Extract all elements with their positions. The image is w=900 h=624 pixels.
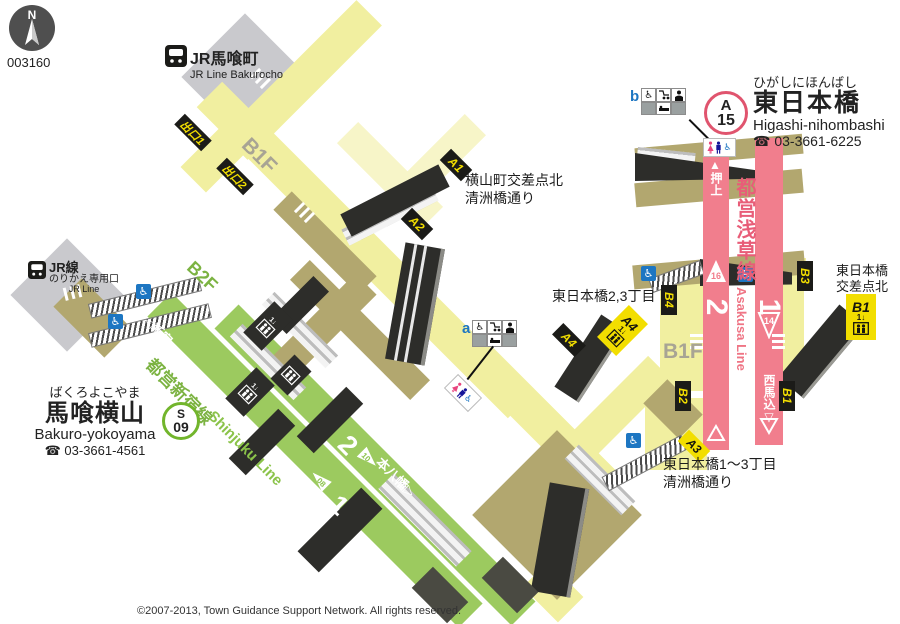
copyright: ©2007-2013, Town Guidance Support Networ… <box>137 605 462 617</box>
escalator-icon <box>255 318 276 339</box>
escalator-icon <box>280 364 302 386</box>
stroller-facility-icon <box>656 88 672 102</box>
asakusa-line-name-ja: 都営浅草線 <box>733 177 755 282</box>
ticket-gate-concourse-left <box>690 334 703 349</box>
wheelchair-icon: ♿ <box>108 314 123 329</box>
exit-b1: B1 <box>779 381 795 411</box>
toilet-icons-platform: ♿ <box>704 139 735 156</box>
exit-b2: B2 <box>675 381 691 411</box>
platform1-end-marker <box>759 417 779 440</box>
jr-transfer-sub-en: JR Line <box>68 284 100 295</box>
facility-point-b: b ♿ <box>630 88 687 115</box>
jr-transfer-sub: のりかえ専用口 <box>49 273 119 285</box>
asakusa-platform-2-column <box>703 155 729 450</box>
higashi-phone: ☎ 03-3661-6225 <box>753 133 862 150</box>
bakuro-kana: ばくろよこやま <box>49 385 141 400</box>
exit-deguchi1: 出口1 <box>174 113 212 152</box>
escalator-box-1: 1↓ <box>243 301 293 351</box>
wheelchair-facility-icon: ♿ <box>641 88 657 102</box>
up-triangle-icon: ▲ <box>709 158 721 172</box>
man-icon <box>457 387 468 399</box>
wheelchair-icon: ♿ <box>641 266 656 281</box>
line-marker-s09: S 09 <box>162 402 200 440</box>
street-yokoyama: 横山町交差点北 清洲橋通り <box>465 172 563 206</box>
stroller-facility-icon <box>487 320 503 334</box>
higashi-nihombashi-block: ひがしにほんばし 東日本橋 Higashi-nihombashi ☎ 03-36… <box>753 75 885 150</box>
line-marker-a15: A 15 <box>704 91 748 135</box>
jr-bakurocho-name: JR馬喰町 <box>190 51 259 68</box>
escalator-icon <box>237 384 258 405</box>
facility-point-a: a ♿ <box>462 320 518 347</box>
wheelchair-icon: ♿ <box>136 284 151 299</box>
woman-icon <box>452 382 462 392</box>
bed-facility-icon <box>487 334 503 347</box>
person-facility-icon <box>671 88 687 102</box>
person-facility-icon <box>502 320 518 334</box>
shinjuku-platform2-car-marker: 10 <box>350 444 383 477</box>
higashi-romaji: Higashi-nihombashi <box>753 116 885 134</box>
wheelchair-icon: ♿ <box>738 267 753 282</box>
bakuro-phone: ☎ 03-3661-4561 <box>44 443 146 459</box>
elevator-icon <box>605 328 625 348</box>
toilet-icons-concourse: ♿ <box>445 375 481 411</box>
floor-down-label: 1↓ <box>856 312 866 322</box>
train-icon <box>165 45 187 67</box>
down-triangle-icon: ▽ <box>762 410 776 424</box>
asakusa-platform1-car-marker: 14 <box>757 311 781 344</box>
escalator-box-3 <box>270 354 312 396</box>
asakusa-platform2-car-marker: 16 <box>704 258 728 289</box>
higashi-kana: ひがしにほんばし <box>753 75 858 90</box>
shinjuku-platform1-car-marker: 08 <box>301 465 334 498</box>
exit-b4: B4 <box>661 285 677 315</box>
ticket-gate-concourse-right <box>772 334 785 349</box>
platform2-end-marker <box>706 423 726 447</box>
asakusa-platform2-number: 2 <box>700 298 733 316</box>
man-icon <box>716 141 722 154</box>
point-b-label: b <box>630 88 640 105</box>
higashi-name: 東日本橋 <box>753 89 862 118</box>
jr-bakurocho-sub: JR Line Bakurocho <box>190 69 283 81</box>
bed-facility-icon <box>656 102 672 115</box>
street-higashi23: 東日本橋2,3丁目 <box>552 288 656 304</box>
wheelchair-facility-icon: ♿ <box>472 320 488 334</box>
jr-transfer-name: JR線 <box>49 260 79 275</box>
wheelchair-icon: ♿ <box>626 433 641 448</box>
elevator-a4: A4 1↓ <box>597 305 648 356</box>
train-icon <box>28 261 46 279</box>
elevator-icon <box>853 321 869 335</box>
svg-text:16: 16 <box>711 271 721 281</box>
elevator-b1: B1 1↓ <box>846 294 876 340</box>
asakusa-platform-1-column <box>755 138 783 445</box>
svg-text:14: 14 <box>764 316 774 326</box>
point-a-label: a <box>462 320 471 337</box>
direction-nishimagome: 西馬込▽ <box>762 374 776 424</box>
direction-oshiage: 押上 <box>709 172 723 196</box>
floor-label-b1f-right: B1F <box>663 340 703 363</box>
bakuro-yokoyama-block: ばくろよこやま 馬喰横山 Bakuro-yokoyama ☎ 03-3661-4… <box>30 385 160 459</box>
compass: N <box>8 4 56 57</box>
exit-b3: B3 <box>797 261 813 291</box>
compass-n: N <box>28 8 37 22</box>
street-higashi13: 東日本橋1〜3丁目 清洲橋通り <box>663 456 777 490</box>
woman-icon <box>707 141 715 154</box>
map-id: 003160 <box>7 55 51 70</box>
jr-bakurocho-label: JR馬喰町 JR Line Bakurocho <box>165 45 283 81</box>
escalator-box-2: 1↓ <box>225 367 275 417</box>
bakuro-name: 馬喰横山 <box>45 399 145 427</box>
wheelchair-icon: ♿ <box>723 142 732 152</box>
bakuro-romaji: Bakuro-yokoyama <box>34 426 156 444</box>
asakusa-line-name-en: Asakusa Line <box>734 287 749 371</box>
street-kosaten: 東日本橋 交差点北 <box>836 263 889 295</box>
compass-icon: N <box>9 5 55 51</box>
jr-transfer-label: JR線 のりかえ専用口 JR Line <box>28 261 119 295</box>
